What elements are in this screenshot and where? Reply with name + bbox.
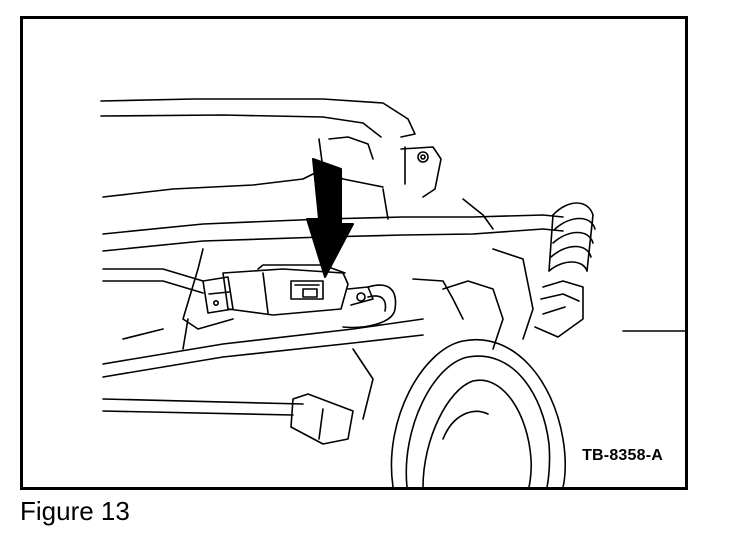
- wiring-harness: [102, 248, 397, 350]
- electrical-connector: [202, 264, 374, 316]
- figure-caption: Figure 13: [20, 496, 130, 526]
- lower-rod: [102, 318, 424, 445]
- upper-body-panel: [100, 98, 416, 198]
- pulley: [390, 338, 566, 487]
- mounting-bracket: [400, 146, 442, 198]
- figure-reference-code: TB-8358-A: [582, 447, 663, 464]
- engine-block-details: [122, 188, 685, 420]
- figure-frame: TB-8358-A: [20, 16, 688, 490]
- engine-component-illustration: [100, 98, 685, 487]
- callout-arrow: [306, 158, 354, 278]
- rubber-boot: [534, 202, 596, 338]
